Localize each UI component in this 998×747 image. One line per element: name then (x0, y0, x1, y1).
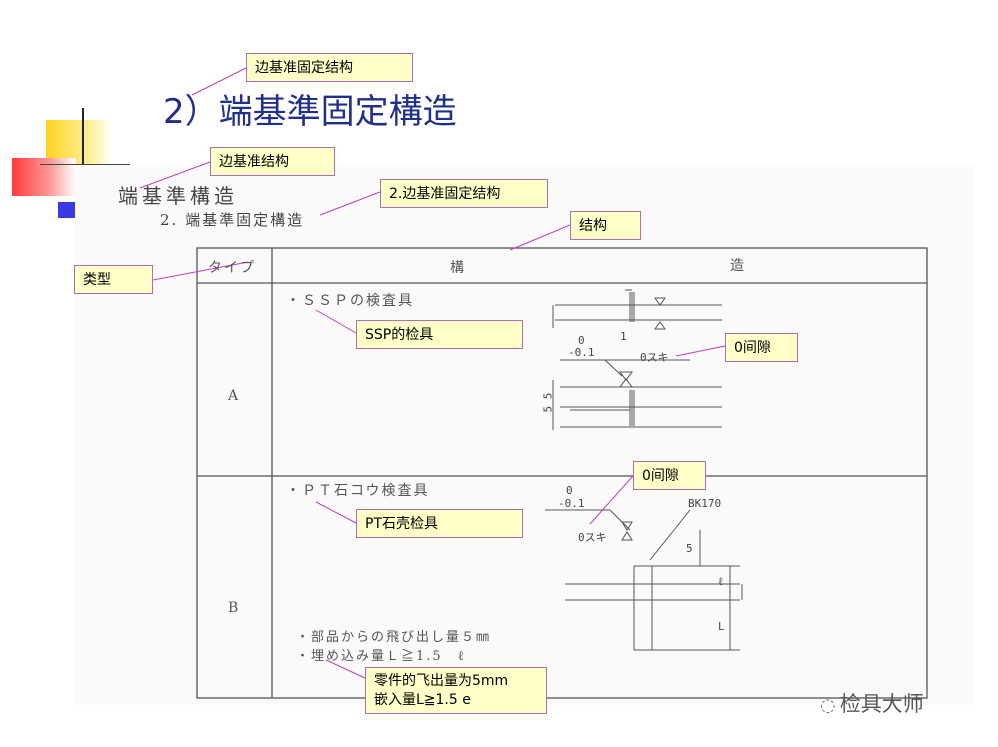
table-header-structure-right: 造 (730, 258, 746, 274)
row-b-tol-upper: 0 (566, 484, 573, 497)
row-a-dim-1: 1 (620, 330, 627, 343)
corner-horizontal-rule (40, 164, 130, 165)
document-subheading: 2. 端基準固定構造 (160, 211, 305, 229)
corner-vertical-rule (82, 108, 84, 164)
row-a-gap-label: 0スキ (640, 351, 669, 364)
annotation-heading: 边基准结构 (210, 147, 335, 176)
row-b-item: ・ＰＴ石コウ検査具 (286, 483, 430, 499)
row-a-tol-upper: 0 (578, 334, 585, 347)
corner-blue-square (58, 202, 76, 218)
annotation-type: 类型 (74, 265, 153, 294)
row-b-gap-label: 0スキ (578, 531, 607, 544)
watermark: ◌检具大师 (820, 688, 924, 718)
annotation-pt: PT石壳检具 (356, 509, 523, 538)
annotation-ssp: SSP的检具 (356, 320, 523, 349)
row-a-item: ・ＳＳＰの検査具 (286, 293, 414, 309)
scanned-document (75, 165, 975, 705)
row-b-dim-L: L (718, 620, 725, 633)
watermark-text: 检具大师 (839, 692, 924, 716)
annotation-leaders (139, 67, 726, 679)
row-b-note-2: ・埋め込み量Ｌ≧1.5 ℓ (296, 649, 466, 664)
row-a-dim-55: 5 5 (541, 392, 555, 413)
row-b-tol-lower: -0.1 (558, 497, 585, 510)
annotation-notes-line-1: 零件的飞出量为5mm (374, 673, 509, 689)
row-b-type: B (228, 600, 241, 616)
wechat-icon: ◌ (820, 695, 836, 716)
row-b-dim-l: ℓ (718, 575, 724, 588)
table-header-type: タイプ (208, 260, 256, 276)
diagram-a (552, 289, 722, 430)
annotation-gap-b: 0间隙 (633, 461, 706, 490)
row-a-tol-lower: -0.1 (568, 346, 595, 359)
slide-title: 2）端基準固定構造 (163, 92, 457, 132)
row-b-dim-5: 5 (686, 542, 693, 555)
row-b-note-1: ・部品からの飛び出し量５㎜ (296, 630, 492, 645)
row-b-part-label: BK170 (688, 497, 722, 510)
document-heading: 端基準構造 (118, 184, 238, 208)
annotation-title: 边基准固定结构 (246, 53, 413, 82)
annotation-subheading: 2.边基准固定结构 (380, 179, 548, 208)
annotation-gap-a: 0间隙 (725, 333, 798, 362)
annotation-notes-line-2: 嵌入量L≧1.5 e (374, 692, 471, 708)
row-a-type: A (228, 388, 241, 404)
annotation-notes: 零件的飞出量为5mm 嵌入量L≧1.5 e (365, 667, 547, 714)
table-header-structure-left: 構 (450, 260, 466, 276)
annotation-structure: 结构 (570, 211, 641, 240)
diagram-b (545, 509, 743, 651)
